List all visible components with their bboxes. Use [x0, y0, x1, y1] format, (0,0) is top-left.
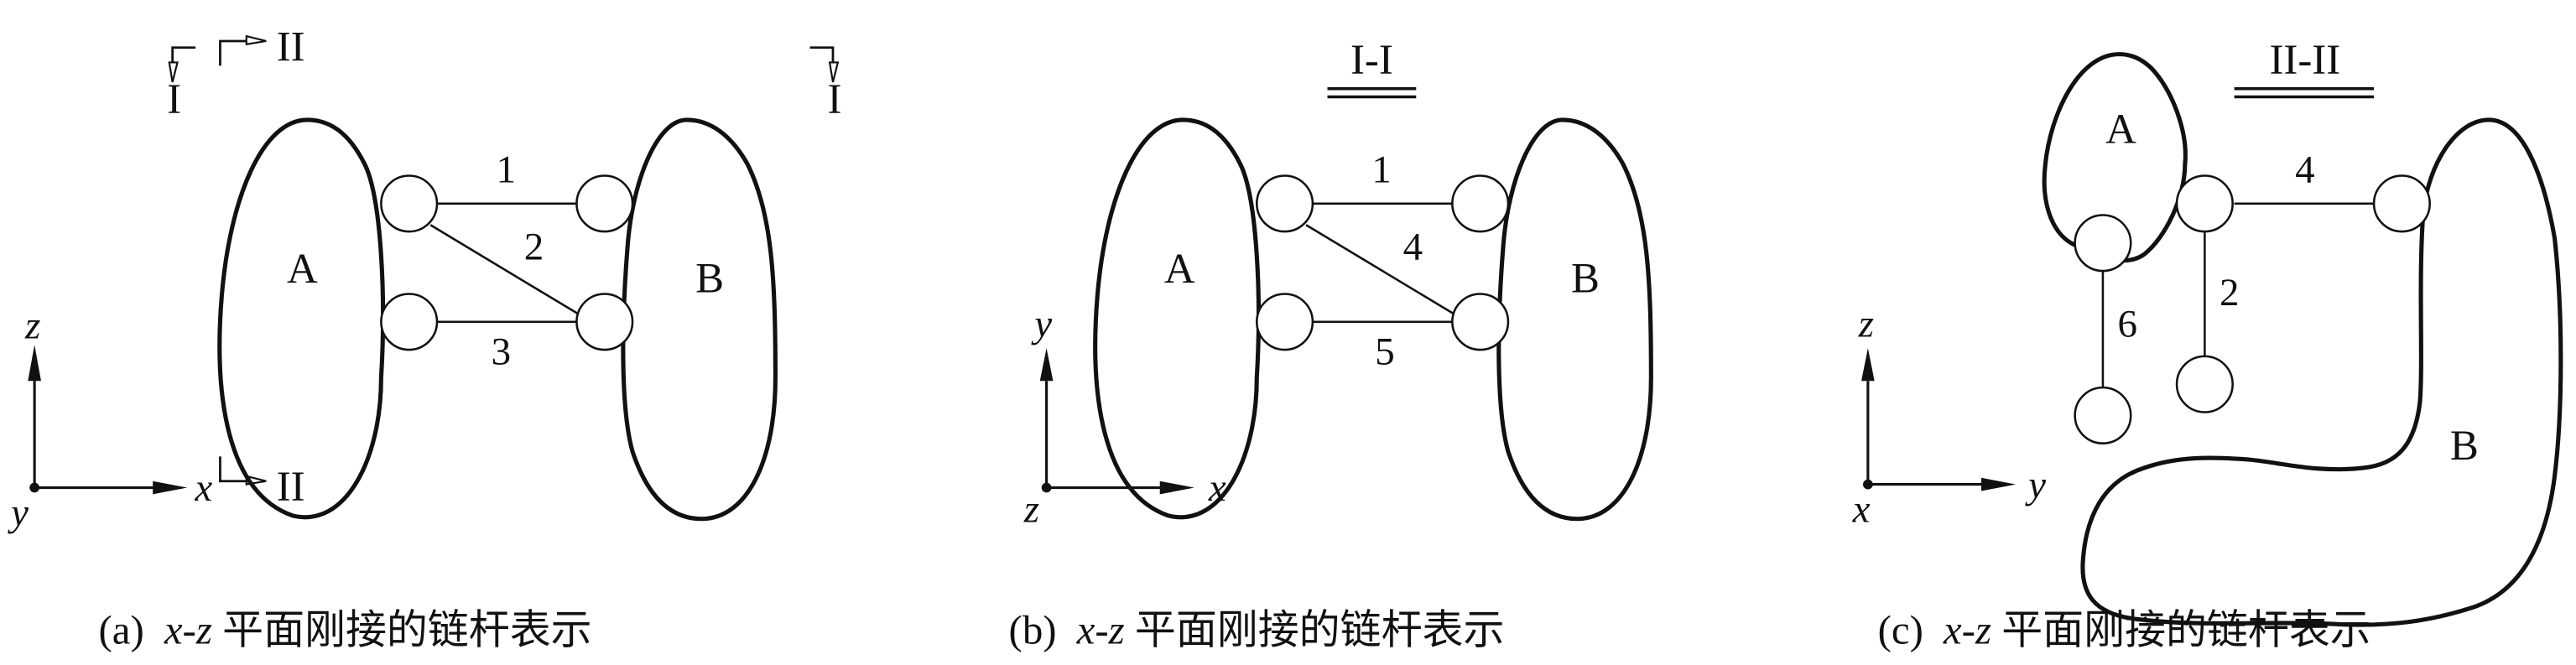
arrow-up-icon — [1861, 348, 1875, 382]
section-cut-line — [809, 46, 835, 73]
hinge-joint — [380, 293, 439, 351]
link-label-5: 5 — [1375, 330, 1395, 374]
rigid-body-a — [2042, 52, 2188, 263]
axis-label-out: x — [1852, 488, 1871, 532]
link-label-4: 4 — [2295, 148, 2315, 191]
section-label: II — [277, 23, 305, 70]
hinge-joint — [575, 174, 634, 233]
link-bar-4 — [1305, 224, 1460, 318]
hinge-joint — [2074, 386, 2132, 444]
axis-label-up: y — [1031, 302, 1052, 345]
hinge-joint — [2175, 174, 2234, 233]
coordinate-axes: y x z — [1023, 302, 1226, 531]
arrow-right-icon — [153, 481, 188, 495]
caption-prefix: (a) — [99, 607, 144, 653]
link-bar-2 — [429, 224, 584, 318]
hinge-joint — [1451, 293, 1510, 351]
link-label-3: 3 — [492, 330, 512, 374]
axis-label-right: x — [1208, 466, 1226, 510]
arrow-up-icon — [1039, 348, 1054, 382]
hinge-joint — [1256, 293, 1314, 351]
section-label: I — [827, 76, 841, 123]
origin-dot — [29, 482, 40, 493]
coordinate-axes: z y x — [1852, 302, 2047, 531]
hinge-joint — [2175, 355, 2234, 413]
hinge-joint — [2372, 174, 2431, 233]
caption-plane: x-z — [1076, 607, 1125, 653]
link-label-2: 2 — [524, 225, 544, 268]
caption-prefix: (b) — [1009, 607, 1057, 653]
caption-c: (c) x-z 平面刚接的链杆表示 — [1878, 607, 2371, 653]
rigid-body-b — [621, 117, 778, 522]
hinge-joint — [2074, 214, 2132, 273]
section-arrow-icon — [828, 61, 840, 83]
body-label-a: A — [2105, 106, 2136, 153]
section-mark-I-right: I — [809, 46, 841, 123]
view-title-II-II: II-II — [2269, 37, 2340, 84]
panel-a: I II I II A B 1 2 3 — [8, 23, 841, 652]
rigid-body-b — [2080, 117, 2563, 627]
link-label-1: 1 — [496, 148, 516, 191]
hinge-joint — [380, 174, 439, 233]
body-label-b: B — [695, 256, 724, 303]
caption-a: (a) x-z 平面刚接的链杆表示 — [99, 607, 592, 653]
hinge-joint — [1451, 174, 1510, 233]
hinge-joint — [575, 293, 634, 351]
link-label-6: 6 — [2118, 302, 2138, 345]
axis-label-up: z — [24, 304, 40, 347]
section-label: I — [167, 76, 181, 123]
axis-label-up: z — [1858, 302, 1874, 345]
section-cut-line — [219, 39, 263, 66]
origin-dot — [1862, 479, 1873, 490]
arrow-right-icon — [1981, 477, 2017, 491]
body-label-a: A — [287, 246, 318, 293]
section-mark-II-bottom: II — [219, 456, 305, 511]
rigid-body-a — [217, 117, 386, 520]
axis-label-out: z — [1023, 488, 1039, 532]
axis-label-out: y — [8, 491, 29, 535]
origin-dot — [1041, 482, 1052, 493]
body-label-a: A — [1164, 246, 1195, 293]
rigid-body-b — [1496, 117, 1653, 522]
rigid-body-a — [1093, 117, 1262, 520]
axis-label-right: x — [194, 466, 212, 510]
arrow-right-icon — [1159, 481, 1194, 495]
view-title-I-I: I-I — [1350, 37, 1393, 84]
caption-prefix: (c) — [1878, 607, 1923, 653]
link-label-4: 4 — [1403, 225, 1423, 268]
section-label: II — [277, 464, 305, 511]
body-label-b: B — [2450, 423, 2479, 470]
caption-text: 平面刚接的链杆表示 — [2001, 607, 2371, 653]
caption-plane: x-z — [1943, 607, 1991, 653]
caption-text: 平面刚接的链杆表示 — [1135, 607, 1505, 653]
caption-plane: x-z — [164, 607, 212, 653]
hinge-joint — [1256, 174, 1314, 233]
panel-b: I-I A B 1 4 5 y x z (b) x-z 平面刚接的 — [1009, 37, 1653, 653]
caption-b: (b) x-z 平面刚接的链杆表示 — [1009, 607, 1505, 653]
coordinate-axes: z x y — [8, 304, 212, 534]
section-arrow-icon — [168, 61, 179, 83]
axis-label-right: y — [2025, 463, 2046, 507]
link-label-2: 2 — [2220, 271, 2240, 314]
arrow-up-icon — [28, 345, 41, 382]
panel-c: II-II A B 4 2 6 z y x — [1852, 37, 2563, 653]
link-label-1: 1 — [1371, 148, 1392, 191]
section-arrow-icon — [245, 34, 267, 46]
section-mark-II-top: II — [219, 23, 305, 70]
caption-text: 平面刚接的链杆表示 — [222, 607, 592, 653]
body-label-b: B — [1571, 256, 1600, 303]
section-mark-I-left: I — [167, 46, 196, 123]
